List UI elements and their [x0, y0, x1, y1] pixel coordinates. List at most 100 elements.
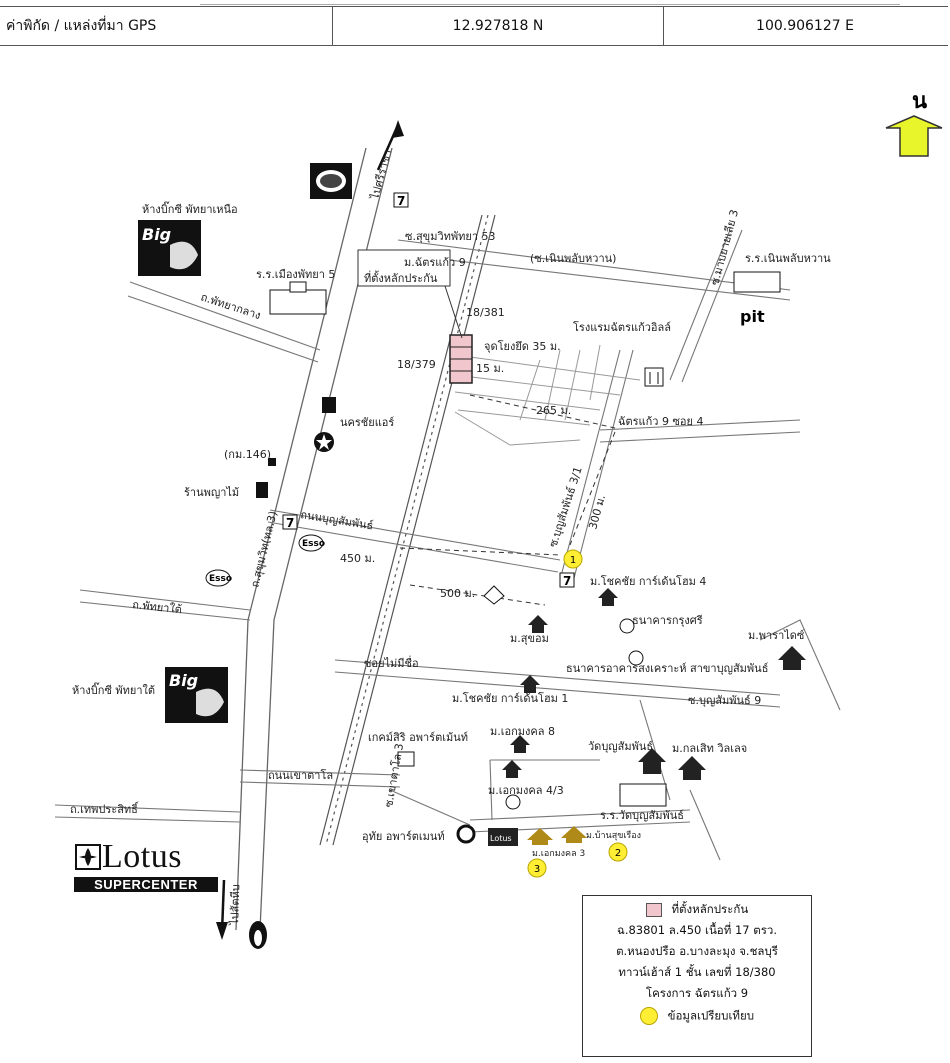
subject-parcel	[449, 334, 473, 384]
svg-text:3: 3	[534, 864, 540, 875]
arrow-up-icon	[392, 120, 404, 138]
project-name-label: ม.ฉัตรแก้ว 9	[404, 256, 466, 269]
comparison-house-icon	[527, 826, 587, 845]
ekmongkol3-label: ม.เอกมงคล 3	[532, 849, 585, 859]
thepprasit-label: ถ.เทพประสิทธิ์	[70, 801, 140, 816]
bank-icon	[619, 618, 644, 666]
bigc-north-label: ห้างบิ๊กซี พัทยาเหนือ	[142, 201, 238, 216]
school-wat-label: ร.ร.วัดบุญสัมพันธ์	[600, 809, 684, 822]
arrow-down-icon	[216, 922, 228, 940]
legend-project: โครงการ ฉัตรแก้ว 9	[645, 986, 749, 1000]
svg-text:1: 1	[570, 555, 576, 566]
school-noen-label: ร.ร.เนินพลับหวาน	[745, 252, 831, 265]
wat-label: วัดบุญสัมพันธ์	[588, 740, 653, 753]
seven-eleven-icon: 7 7 7	[282, 192, 575, 588]
fuel-station-logo	[310, 163, 352, 199]
svg-text:Lotus: Lotus	[490, 834, 512, 843]
map-legend: ที่ตั้งหลักประกัน ฉ.83801 ล.450 เนื้อที่…	[582, 895, 812, 1057]
bigc-north-logo: Big	[138, 220, 201, 276]
north-label: น	[912, 89, 927, 114]
lotus-express-logo	[488, 828, 518, 846]
boonsamphan9-label: ซ.บุญสัมพันธ์ 9	[688, 694, 761, 707]
gps-label: ค่าพิกัด / แหล่งที่มา GPS	[6, 18, 157, 34]
bigc-south-logo: Big	[165, 667, 228, 723]
svg-text:7: 7	[563, 574, 571, 588]
svg-text:Big: Big	[169, 671, 198, 690]
svg-text:7: 7	[286, 516, 294, 530]
soi53-label: ซ.สุขุมวิทพัทยา 53	[405, 230, 496, 243]
km-marker-icon	[268, 458, 276, 466]
lotus-word: Lotus	[102, 838, 182, 875]
soi-nameless-label: ซอยไม่มีชื่อ	[364, 655, 419, 670]
dist-15-label: 15 ม.	[476, 362, 504, 375]
north-arrow-icon	[885, 115, 943, 157]
legend-deed: ฉ.83801 ล.450 เนื้อที่ 17 ตรว.	[616, 923, 778, 937]
esso-icon: Esso Esso	[205, 534, 325, 587]
school-muang-label: ร.ร.เมืองพัทยา 5	[256, 268, 335, 281]
lotus-supercenter-logo: Lotus SUPERCENTER	[74, 838, 218, 898]
km146-label: (กม.146)	[224, 448, 271, 461]
restaurant-icon	[256, 482, 268, 498]
dist-300-label: 300 ม.	[586, 493, 608, 530]
dist-500-label: 500 ม.	[440, 587, 475, 600]
krungsri-label: ธนาคารกรุงศรี	[632, 614, 703, 627]
school-icon	[269, 271, 781, 807]
legend-location: ต.หนองปรือ อ.บางละมุง จ.ชลบุรี	[616, 944, 778, 958]
gps-bar: ค่าพิกัด / แหล่งที่มา GPS 12.927818 N 10…	[0, 6, 948, 46]
to-sriracha-label: ไปศรีราชา	[368, 148, 394, 202]
chokchai1-label: ม.โชคชัย การ์เด้นโฮม 1	[452, 691, 568, 705]
pit-logo: pit	[740, 307, 765, 326]
svg-text:7: 7	[397, 194, 405, 208]
mosque-icon	[505, 794, 521, 810]
parcel-swatch-icon	[645, 902, 662, 917]
project-pointer	[444, 285, 463, 339]
hotel-label: โรงแรมฉัตรแก้วอิลล์	[573, 320, 671, 334]
kanokwan-label: ม.กลเสิท วิลเลจ	[672, 742, 747, 755]
legend-compare-row: ข้อมูลเปรียบเทียบ	[583, 1007, 811, 1025]
restaurant-label: ร้านพญาไม้	[184, 486, 239, 499]
pattaya-klang-label: ถ.พัทยากลาง	[199, 290, 262, 322]
landmark-diamond-icon	[483, 585, 505, 605]
dist-450-label: 450 ม.	[340, 552, 375, 565]
soi-noen-label: (ซ.เนินพลับหวาน)	[530, 252, 616, 265]
lotus-flower-icon	[75, 844, 101, 870]
legend-building: ทาวน์เฮ้าส์ 1 ชั้น เลขที่ 18/380	[618, 965, 776, 979]
bus-icon	[322, 397, 336, 413]
gps-longitude: 100.906127 E	[756, 18, 854, 34]
compare-dot-icon	[639, 1007, 658, 1025]
pattaya-tai-label: ถ.พัทยาใต้	[132, 598, 183, 616]
chatkaew-soi4-label: ฉัตรแก้ว 9 ซอย 4	[618, 415, 703, 428]
bigc-south-label: ห้างบิ๊กซี พัทยาใต้	[72, 682, 155, 697]
project-sois	[454, 344, 641, 446]
ptt-flame-icon	[249, 921, 267, 949]
side-roads	[54, 229, 841, 861]
railway	[319, 214, 496, 846]
svg-text:Esso: Esso	[302, 539, 325, 549]
chokchai4-label: ม.โชคชัย การ์เด้นโฮม 4	[590, 574, 706, 588]
dist-265-label: 265 ม.	[536, 404, 571, 417]
lotus-subtitle: SUPERCENTER	[74, 877, 218, 892]
apartment1-label: เกคม์สิริ อพาร์ตเม้นท์	[368, 731, 468, 744]
svg-text:2: 2	[615, 848, 621, 859]
svg-text:Esso: Esso	[209, 574, 232, 584]
distance-lines	[399, 394, 616, 606]
dist-35-label: จุดโยงยึด 35 ม.	[484, 339, 561, 353]
ekmongkol8-label: ม.เอกมงคล 8	[490, 725, 555, 738]
project-label-box	[357, 249, 451, 287]
aomsin-label: ธนาคารอาคารสงเคราะห์ สาขาบุญสัมพันธ์	[566, 662, 768, 675]
legend-parcel-row: ที่ตั้งหลักประกัน	[583, 902, 811, 917]
num-18381-label: 18/381	[466, 306, 505, 319]
legend-compare-label: ข้อมูลเปรียบเทียบ	[667, 1008, 755, 1023]
khao-talo3-label: ซ.เขาตาโล 3	[381, 742, 406, 808]
comparison-marker: 1 2 3	[527, 549, 628, 878]
paradise-label: ม.พาราไดซ์	[748, 629, 805, 642]
to-sattahip-label: ไปสัตหีบ	[228, 884, 242, 926]
nakhon-chai-label: นครชัยแอร์	[340, 416, 394, 429]
svg-text:Big: Big	[142, 225, 171, 244]
apartment2-label: อุทัย อพาร์ตเมนท์	[362, 830, 445, 843]
ekmongkol43-label: ม.เอกมงคล 4/3	[488, 784, 564, 797]
num-18379-label: 18/379	[397, 358, 436, 371]
sukhumvit-label: ถ.สุขุมวิท(ทล.3)	[248, 510, 280, 589]
header-rule	[200, 0, 900, 5]
khao-talo-label: ถนนเขาตาโล	[268, 768, 333, 782]
